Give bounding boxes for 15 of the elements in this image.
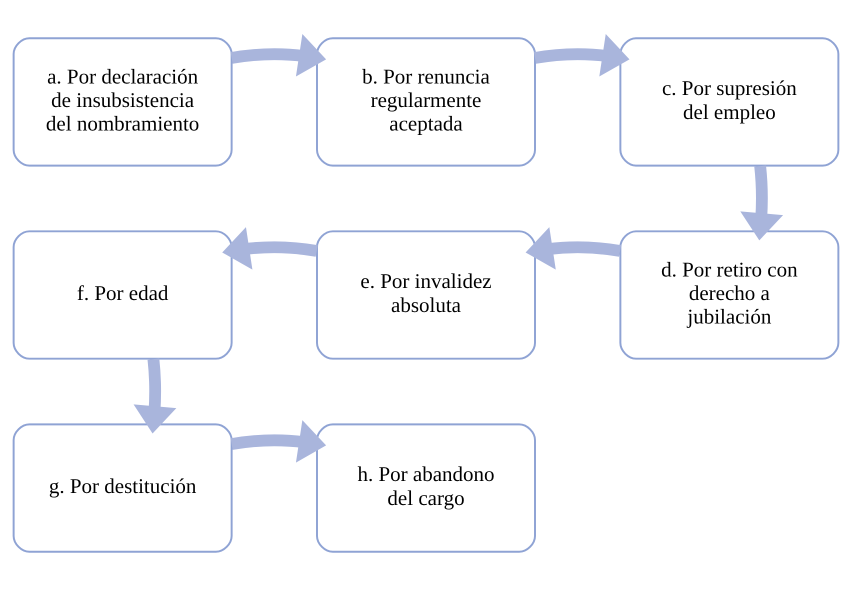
arrow xyxy=(740,166,784,240)
arrow xyxy=(134,358,176,434)
arrow xyxy=(230,34,326,76)
node-box: f. Por edad xyxy=(12,230,233,360)
node-box: e. Por invalidez absoluta xyxy=(316,230,536,360)
arrow xyxy=(230,420,326,463)
node-box: a. Por declaración de insubsistencia del nombramiento xyxy=(12,37,233,167)
arrow xyxy=(526,227,621,270)
node-box: d. Por retiro con derecho a jubilación xyxy=(619,230,840,360)
arrow xyxy=(534,34,630,76)
node-box: g. Por destitución xyxy=(12,423,233,553)
node-box: c. Por supresión del empleo xyxy=(619,37,840,167)
node-box: h. Por abandono del cargo xyxy=(316,423,536,553)
node-box: b. Por renuncia regularmente aceptada xyxy=(316,37,536,167)
arrow xyxy=(222,227,318,270)
